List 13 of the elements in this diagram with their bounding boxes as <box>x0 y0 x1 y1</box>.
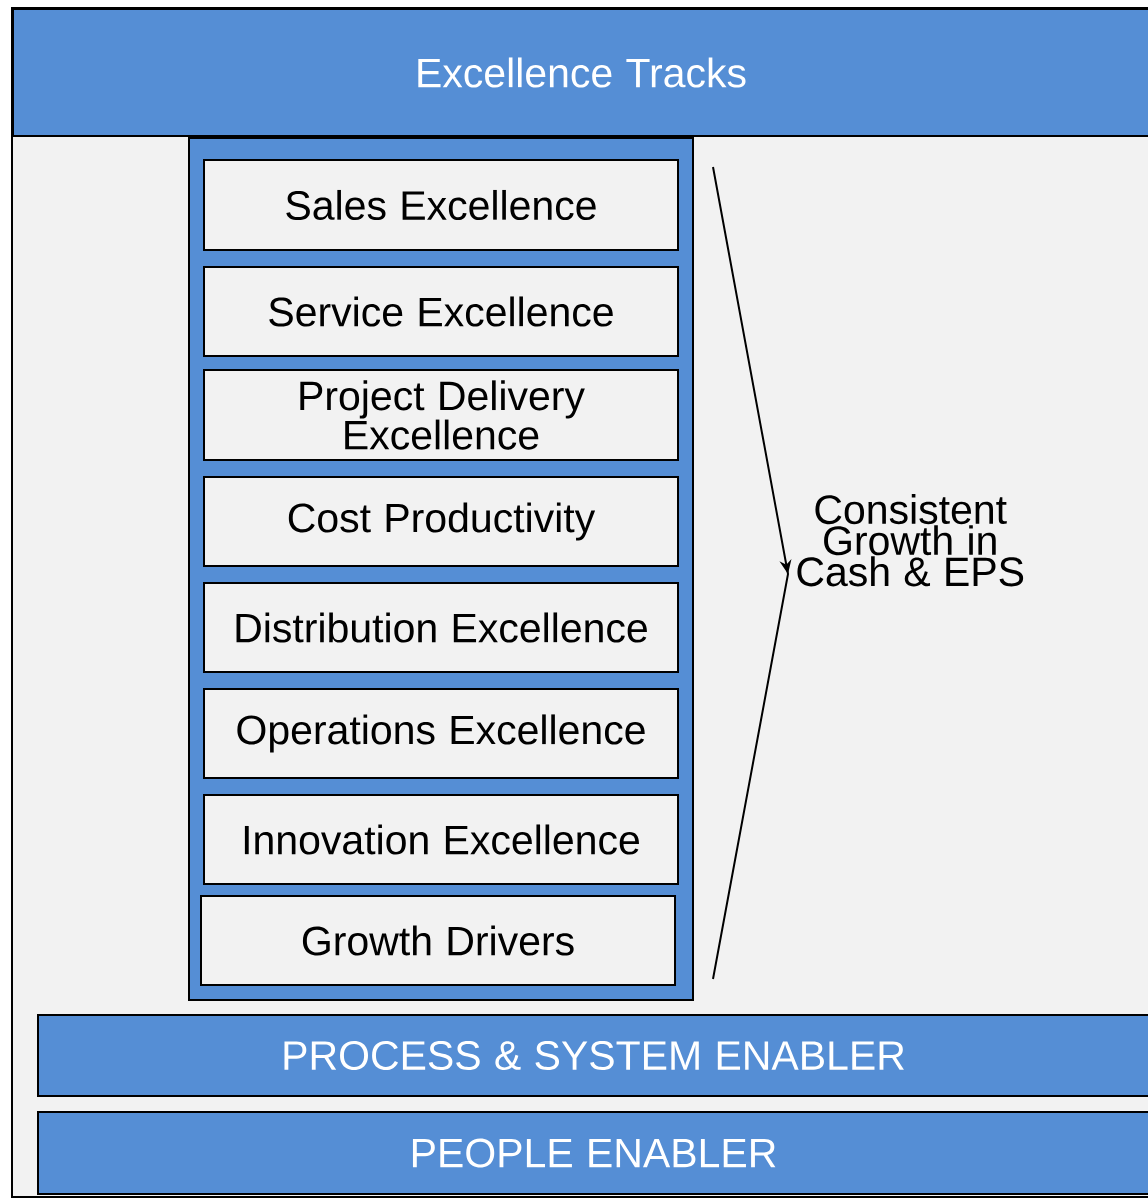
track-box: Growth Drivers <box>200 895 676 986</box>
track-box: Innovation Excellence <box>203 794 679 885</box>
track-box: Service Excellence <box>203 266 679 357</box>
enabler-band: PROCESS & SYSTEM ENABLER <box>37 1014 1148 1097</box>
chevron-arrow <box>712 166 792 980</box>
track-box: Operations Excellence <box>203 688 679 779</box>
track-box: Sales Excellence <box>203 159 679 251</box>
track-box: Cost Productivity <box>203 476 679 567</box>
header-band: Excellence Tracks <box>12 8 1148 137</box>
enabler-band: PEOPLE ENABLER <box>37 1111 1148 1195</box>
track-box: Project Delivery Excellence <box>203 369 679 461</box>
outcome-text: Consistent Growth in Cash & EPS <box>797 494 1024 587</box>
track-box: Distribution Excellence <box>203 582 679 673</box>
